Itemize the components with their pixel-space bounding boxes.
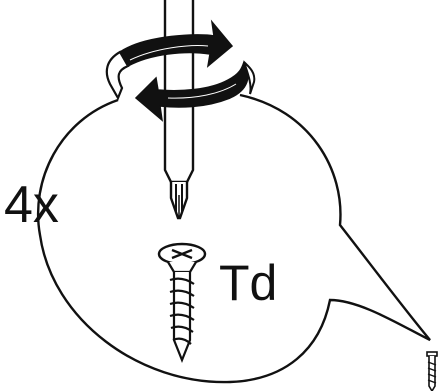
phillips-screwdriver-icon [165, 0, 193, 218]
wood-screw-icon [159, 244, 205, 360]
small-screw-icon [427, 352, 437, 391]
quantity-label: 4x [4, 176, 59, 234]
part-label: Td [219, 255, 277, 311]
callout-bubble-outline [38, 95, 430, 382]
